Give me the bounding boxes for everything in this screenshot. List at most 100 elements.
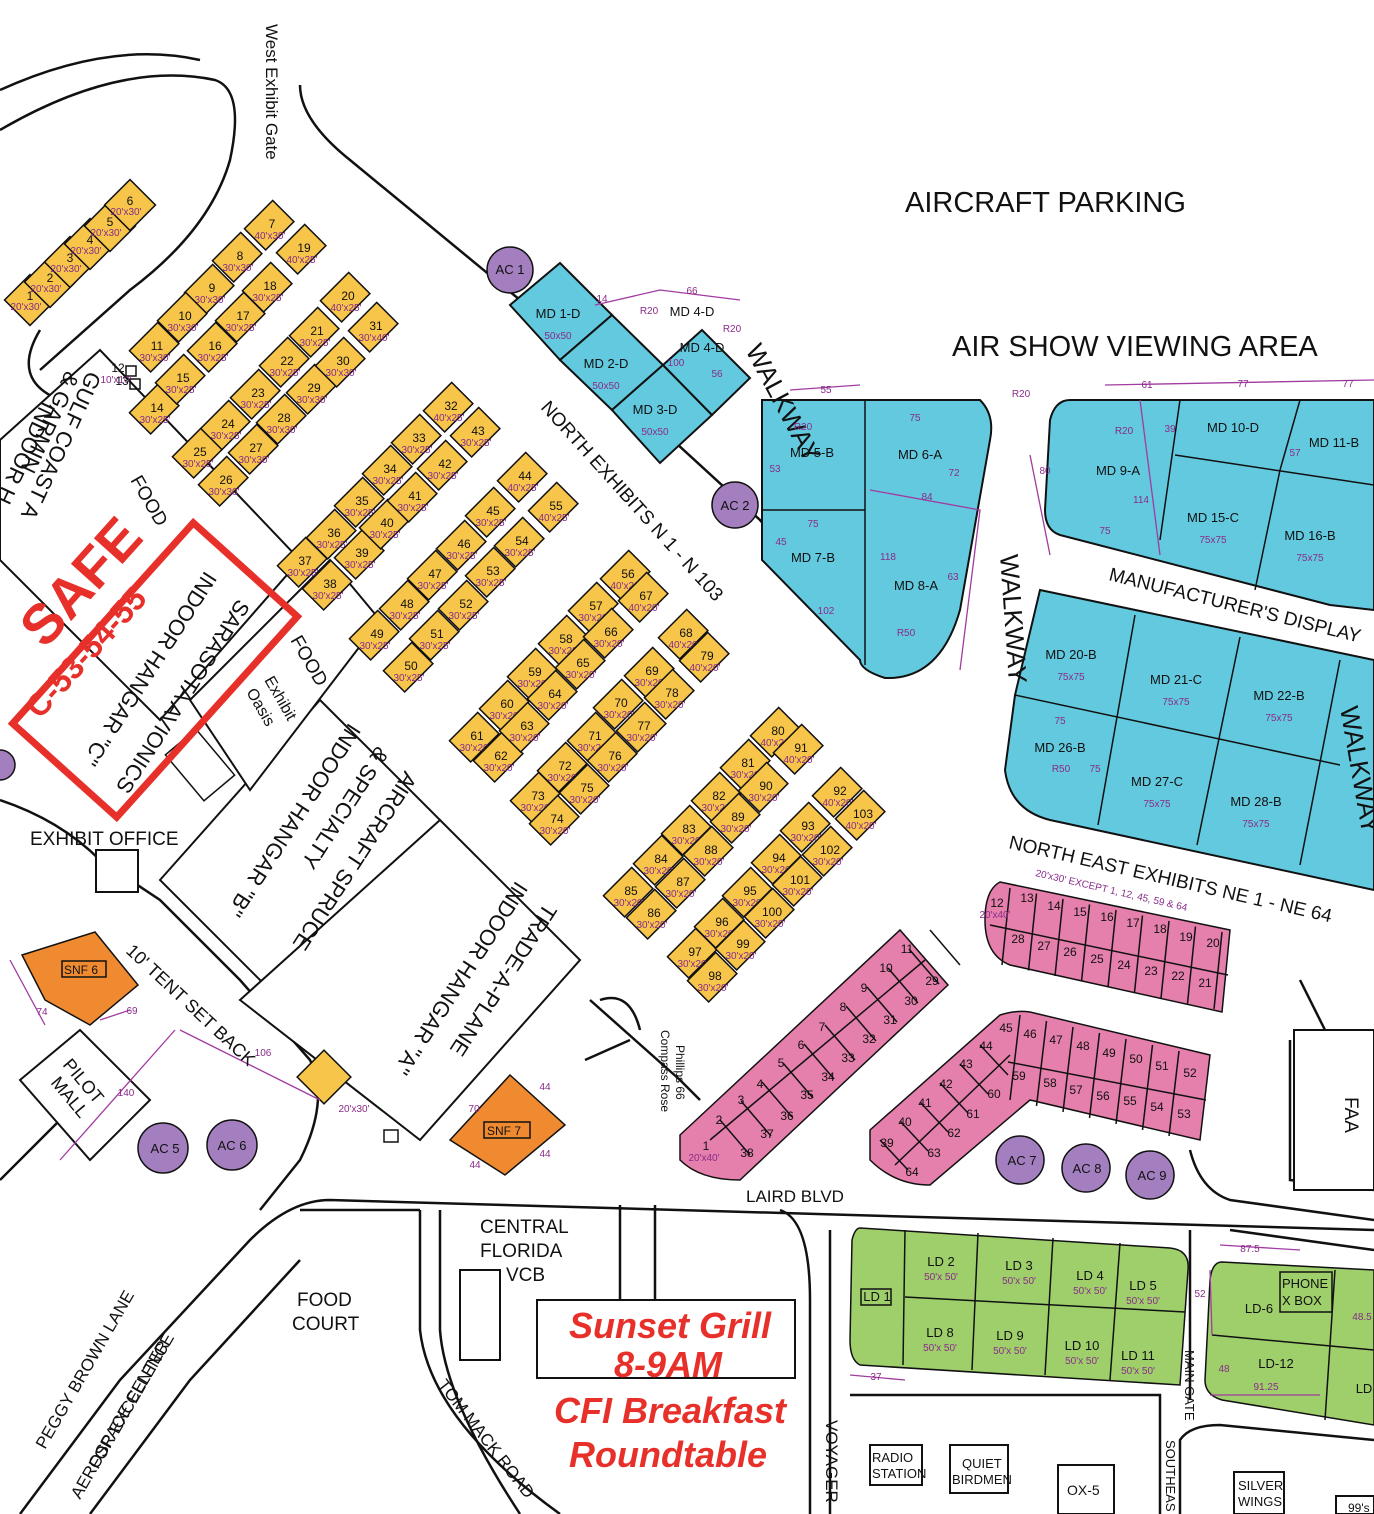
booth-7[interactable]	[243, 199, 295, 251]
booth-103[interactable]	[834, 789, 886, 841]
ac-2-circle[interactable]	[711, 481, 759, 529]
booth-86[interactable]	[625, 888, 677, 940]
booth-35[interactable]	[333, 476, 385, 528]
booth-92[interactable]	[811, 766, 863, 818]
booth-66[interactable]	[582, 607, 634, 659]
booth-33[interactable]	[390, 413, 442, 465]
booth-90[interactable]	[737, 761, 789, 813]
md-9-16-block[interactable]	[1043, 399, 1374, 612]
booth-50[interactable]	[382, 641, 434, 693]
booth-74[interactable]	[528, 794, 580, 846]
booth-84[interactable]	[632, 834, 684, 886]
booth-38[interactable]	[301, 559, 353, 611]
booth-15[interactable]	[154, 353, 206, 405]
ld-main-block[interactable]	[849, 1227, 1189, 1386]
booth-90-size: 30'x20'	[748, 793, 779, 804]
booth-13[interactable]	[129, 378, 141, 390]
booth-34[interactable]	[361, 444, 413, 496]
booth-11[interactable]	[128, 321, 180, 373]
booth-85[interactable]	[602, 866, 654, 918]
ac-6-circle[interactable]	[206, 1119, 258, 1171]
booth-101[interactable]	[771, 855, 823, 907]
booth-51[interactable]	[408, 609, 460, 661]
booth-23[interactable]	[229, 368, 281, 420]
booth-26[interactable]	[197, 455, 249, 507]
booth-54[interactable]	[493, 516, 545, 568]
booth-24-size: 30'x25'	[210, 431, 241, 442]
booth-31[interactable]	[347, 301, 399, 353]
snf-6-area[interactable]	[20, 931, 140, 1026]
booth-97[interactable]	[666, 927, 718, 979]
ac-1-circle[interactable]	[486, 246, 534, 294]
booth-25[interactable]	[171, 427, 223, 479]
md-5-8-block[interactable]	[761, 399, 993, 680]
md-20-28-block[interactable]	[1003, 588, 1374, 892]
booth-43[interactable]	[449, 406, 501, 458]
booth-102[interactable]	[801, 825, 853, 877]
md-lot-1-label: MD 2-D	[584, 356, 629, 371]
quiet-1: QUIET	[962, 1456, 1002, 1471]
booth-53[interactable]	[464, 546, 516, 598]
booth-98-size: 30'x20'	[697, 983, 728, 994]
booth-48[interactable]	[378, 579, 430, 631]
ac-8-circle[interactable]	[1061, 1143, 1111, 1193]
booth-41[interactable]	[386, 471, 438, 523]
booth-65[interactable]	[554, 638, 606, 690]
booth-21[interactable]	[288, 306, 340, 358]
booth-18[interactable]	[241, 261, 293, 313]
booth-79[interactable]	[678, 631, 730, 683]
cfvcb-1: CENTRAL	[480, 1217, 569, 1238]
ac-7-circle[interactable]	[995, 1135, 1045, 1185]
booth-44[interactable]	[496, 451, 548, 503]
booth-37[interactable]	[276, 536, 328, 588]
booth-64[interactable]	[526, 669, 578, 721]
snf-7-area[interactable]	[448, 1073, 567, 1176]
ne-right-block[interactable]	[869, 1010, 1211, 1186]
booth-49[interactable]	[348, 609, 400, 661]
md-4d-lot[interactable]	[661, 328, 752, 417]
booth-100[interactable]	[743, 887, 795, 939]
booth-98[interactable]	[686, 951, 738, 1003]
booth-88[interactable]	[682, 825, 734, 877]
booth-8[interactable]	[211, 231, 263, 283]
booth-20x30-tent	[296, 1049, 352, 1105]
booth-67[interactable]	[617, 571, 669, 623]
booth-55[interactable]	[527, 481, 579, 533]
booth-91[interactable]	[772, 723, 824, 775]
booth-63[interactable]	[498, 701, 550, 753]
booth-75[interactable]	[558, 763, 610, 815]
booth-13-number: 13	[115, 374, 129, 388]
booth-22[interactable]	[258, 336, 310, 388]
booth-10[interactable]	[156, 291, 208, 343]
booth-16[interactable]	[186, 321, 238, 373]
booth-78[interactable]	[643, 668, 695, 720]
booth-28[interactable]	[255, 393, 307, 445]
ne-top-block[interactable]	[984, 881, 1231, 1013]
booth-61[interactable]	[448, 711, 500, 763]
booth-47[interactable]	[406, 549, 458, 601]
booth-77[interactable]	[615, 701, 667, 753]
booth-46[interactable]	[435, 519, 487, 571]
booth-42[interactable]	[416, 439, 468, 491]
booth-97-number: 97	[688, 945, 702, 959]
booth-76[interactable]	[586, 731, 638, 783]
booth-99[interactable]	[714, 919, 766, 971]
booth-93[interactable]	[779, 801, 831, 853]
booth-27[interactable]	[227, 423, 279, 475]
booth-70[interactable]	[592, 678, 644, 730]
booth-20[interactable]	[319, 271, 371, 323]
booth-12[interactable]	[125, 365, 137, 377]
booth-68[interactable]	[657, 608, 709, 660]
booth-32[interactable]	[422, 381, 474, 433]
booth-30[interactable]	[314, 336, 366, 388]
booth-6[interactable]	[103, 178, 157, 232]
booth-86-number: 86	[647, 906, 661, 920]
booth-89[interactable]	[709, 792, 761, 844]
booth-45[interactable]	[464, 486, 516, 538]
booth-52[interactable]	[437, 579, 489, 631]
ac-5-circle[interactable]	[137, 1122, 189, 1174]
booth-19[interactable]	[275, 223, 327, 275]
booth-87[interactable]	[654, 857, 706, 909]
ac-9-circle[interactable]	[1125, 1150, 1175, 1200]
